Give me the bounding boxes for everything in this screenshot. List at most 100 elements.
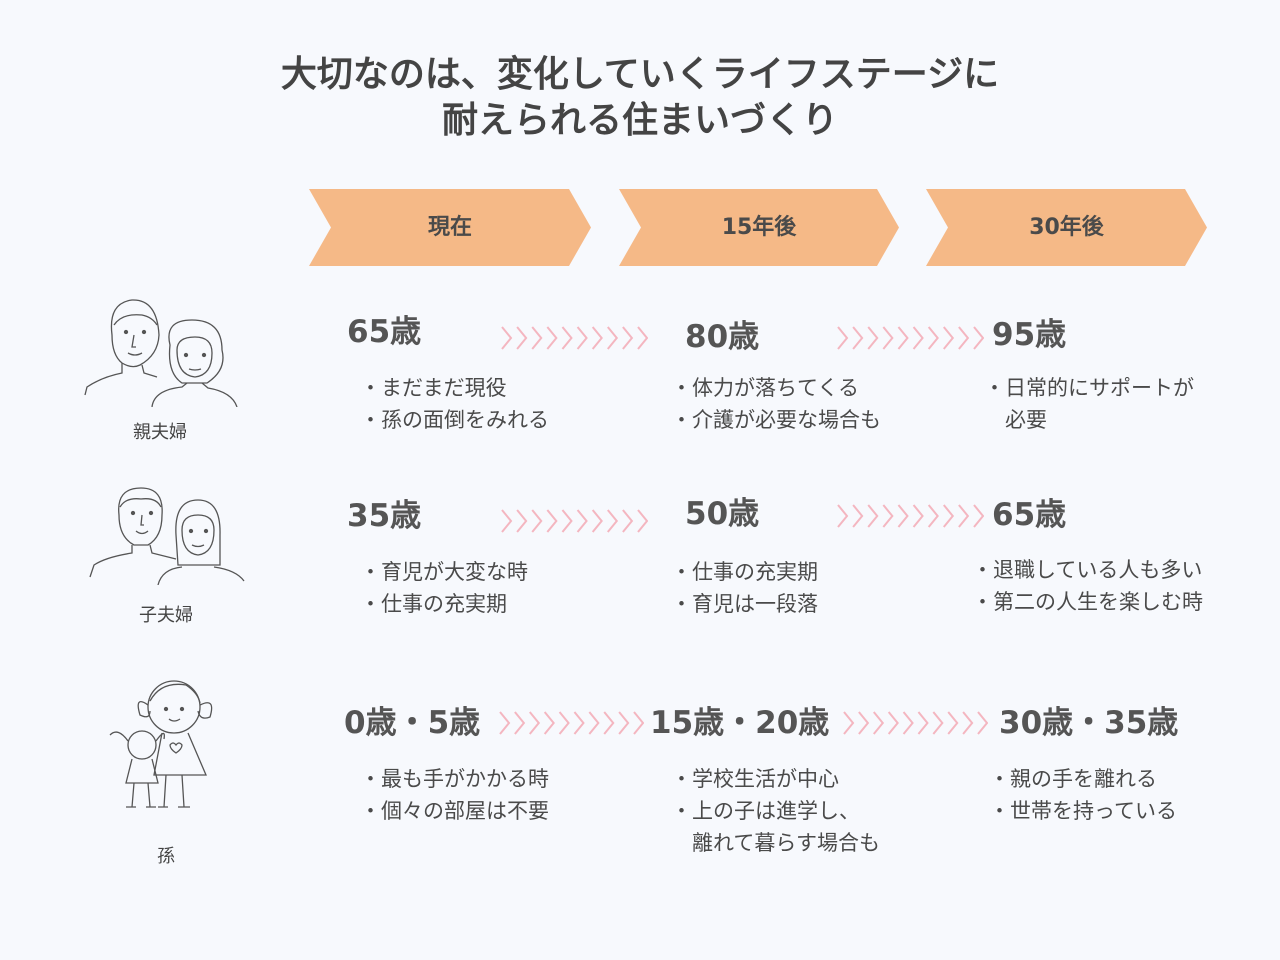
- notes-parents-now: まだまだ現役 孫の面倒をみれる: [360, 372, 549, 436]
- chevron-icon: [947, 711, 959, 735]
- chevron-icon: [633, 711, 644, 735]
- chevron-icon: [912, 504, 924, 528]
- adult-couple-icon: [89, 487, 245, 585]
- chevron-icon: [499, 711, 511, 735]
- chevron-icon: [531, 326, 543, 350]
- title-line-2: 耐えられる住まいづくり: [441, 100, 838, 141]
- age-adults-now: 35歳: [347, 498, 422, 534]
- chevron-icon: [958, 504, 970, 528]
- row-label-parents: 親夫婦: [133, 422, 187, 443]
- stage-label: 30年後: [1029, 215, 1104, 240]
- chevron-icon: [561, 509, 573, 533]
- chevron-icon: [902, 711, 914, 735]
- chevron-icon: [603, 711, 615, 735]
- age-children-30: 30歳・35歳: [999, 705, 1179, 741]
- note: 体力が落ちてくる: [671, 372, 881, 404]
- note: 親の手を離れる: [989, 763, 1177, 795]
- chevron-icon: [561, 326, 573, 350]
- chevron-icon: [958, 326, 970, 350]
- note: 育児が大変な時: [360, 556, 528, 588]
- notes-adults-15: 仕事の充実期 育児は一段落: [671, 556, 818, 620]
- chevron-icon: [618, 711, 630, 735]
- chevron-icon: [867, 504, 879, 528]
- chevron-icon: [576, 326, 588, 350]
- stage-30-years: 30年後: [926, 189, 1207, 266]
- progress-arrows: [499, 711, 644, 735]
- chevron-icon: [917, 711, 929, 735]
- note-continued: 離れて暮らす場合も: [692, 831, 880, 855]
- note: 育児は一段落: [671, 588, 818, 620]
- chevron-icon: [852, 326, 864, 350]
- chevron-icon: [637, 509, 648, 533]
- chevron-icon: [543, 711, 555, 735]
- age-children-now: 0歳・5歳: [344, 705, 481, 741]
- title-line-1: 大切なのは、変化していくライフステージに: [280, 54, 1000, 95]
- age-adults-30: 65歳: [992, 497, 1067, 533]
- chevron-icon: [882, 326, 894, 350]
- chevron-icon: [501, 509, 513, 533]
- note-continued: 必要: [1005, 408, 1047, 432]
- chevron-icon: [837, 326, 849, 350]
- progress-arrows: [843, 711, 988, 735]
- chevron-banner: [309, 189, 591, 266]
- notes-parents-15: 体力が落ちてくる 介護が必要な場合も: [671, 372, 881, 436]
- elderly-couple-icon: [84, 299, 238, 407]
- note: 日常的にサポートが: [984, 372, 1194, 404]
- chevron-icon: [897, 504, 909, 528]
- note: 学校生活が中心: [671, 763, 880, 795]
- chevron-icon: [622, 326, 634, 350]
- chevron-icon: [514, 711, 526, 735]
- chevron-icon: [852, 504, 864, 528]
- notes-children-now: 最も手がかかる時 個々の部屋は不要: [360, 763, 549, 827]
- chevron-icon: [927, 326, 939, 350]
- chevron-icon: [607, 326, 619, 350]
- chevron-icon: [977, 711, 988, 735]
- age-parents-30: 95歳: [992, 317, 1067, 353]
- note: 仕事の充実期: [671, 556, 818, 588]
- chevron-icon: [591, 509, 603, 533]
- chevron-icon: [516, 326, 528, 350]
- note: 第二の人生を楽しむ時: [972, 586, 1203, 618]
- notes-adults-now: 育児が大変な時 仕事の充実期: [360, 556, 528, 620]
- age-children-15: 15歳・20歳: [650, 705, 830, 741]
- progress-arrows: [837, 504, 984, 528]
- chevron-icon: [546, 326, 558, 350]
- note: 最も手がかかる時: [360, 763, 549, 795]
- progress-arrows: [501, 326, 648, 350]
- notes-parents-30: 日常的にサポートが 必要: [984, 372, 1194, 436]
- chevron-icon: [622, 509, 634, 533]
- chevron-icon: [529, 711, 541, 735]
- row-label-adult-couple: 子夫婦: [139, 605, 193, 626]
- notes-children-30: 親の手を離れる 世帯を持っている: [989, 763, 1177, 827]
- age-adults-15: 50歳: [685, 496, 760, 532]
- stage-label: 15年後: [721, 215, 797, 240]
- notes-adults-30: 退職している人も多い 第二の人生を楽しむ時: [972, 554, 1203, 618]
- note: 退職している人も多い: [972, 554, 1203, 586]
- chevron-icon: [927, 504, 939, 528]
- stage-now: 現在: [309, 189, 591, 266]
- chevron-icon: [943, 504, 955, 528]
- chevron-icon: [588, 711, 600, 735]
- chevron-icon: [887, 711, 899, 735]
- note: 仕事の充実期: [360, 588, 528, 620]
- note: 介護が必要な場合も: [671, 404, 881, 436]
- chevron-icon: [591, 326, 603, 350]
- chevron-icon: [573, 711, 585, 735]
- progress-arrows: [837, 326, 984, 350]
- chevron-icon: [943, 326, 955, 350]
- chevron-icon: [516, 509, 528, 533]
- chevron-banner: [619, 189, 899, 266]
- chevron-icon: [912, 326, 924, 350]
- chevron-icon: [858, 711, 870, 735]
- chevron-icon: [973, 504, 984, 528]
- chevron-icon: [607, 509, 619, 533]
- chevron-icon: [837, 504, 849, 528]
- children-icon: [109, 680, 213, 808]
- chevron-icon: [576, 509, 588, 533]
- chevron-banner: [926, 189, 1207, 266]
- row-label-grandchildren: 孫: [157, 846, 175, 867]
- chevron-icon: [867, 326, 879, 350]
- chevron-icon: [531, 509, 543, 533]
- chevron-icon: [962, 711, 974, 735]
- stage-label: 現在: [427, 215, 472, 240]
